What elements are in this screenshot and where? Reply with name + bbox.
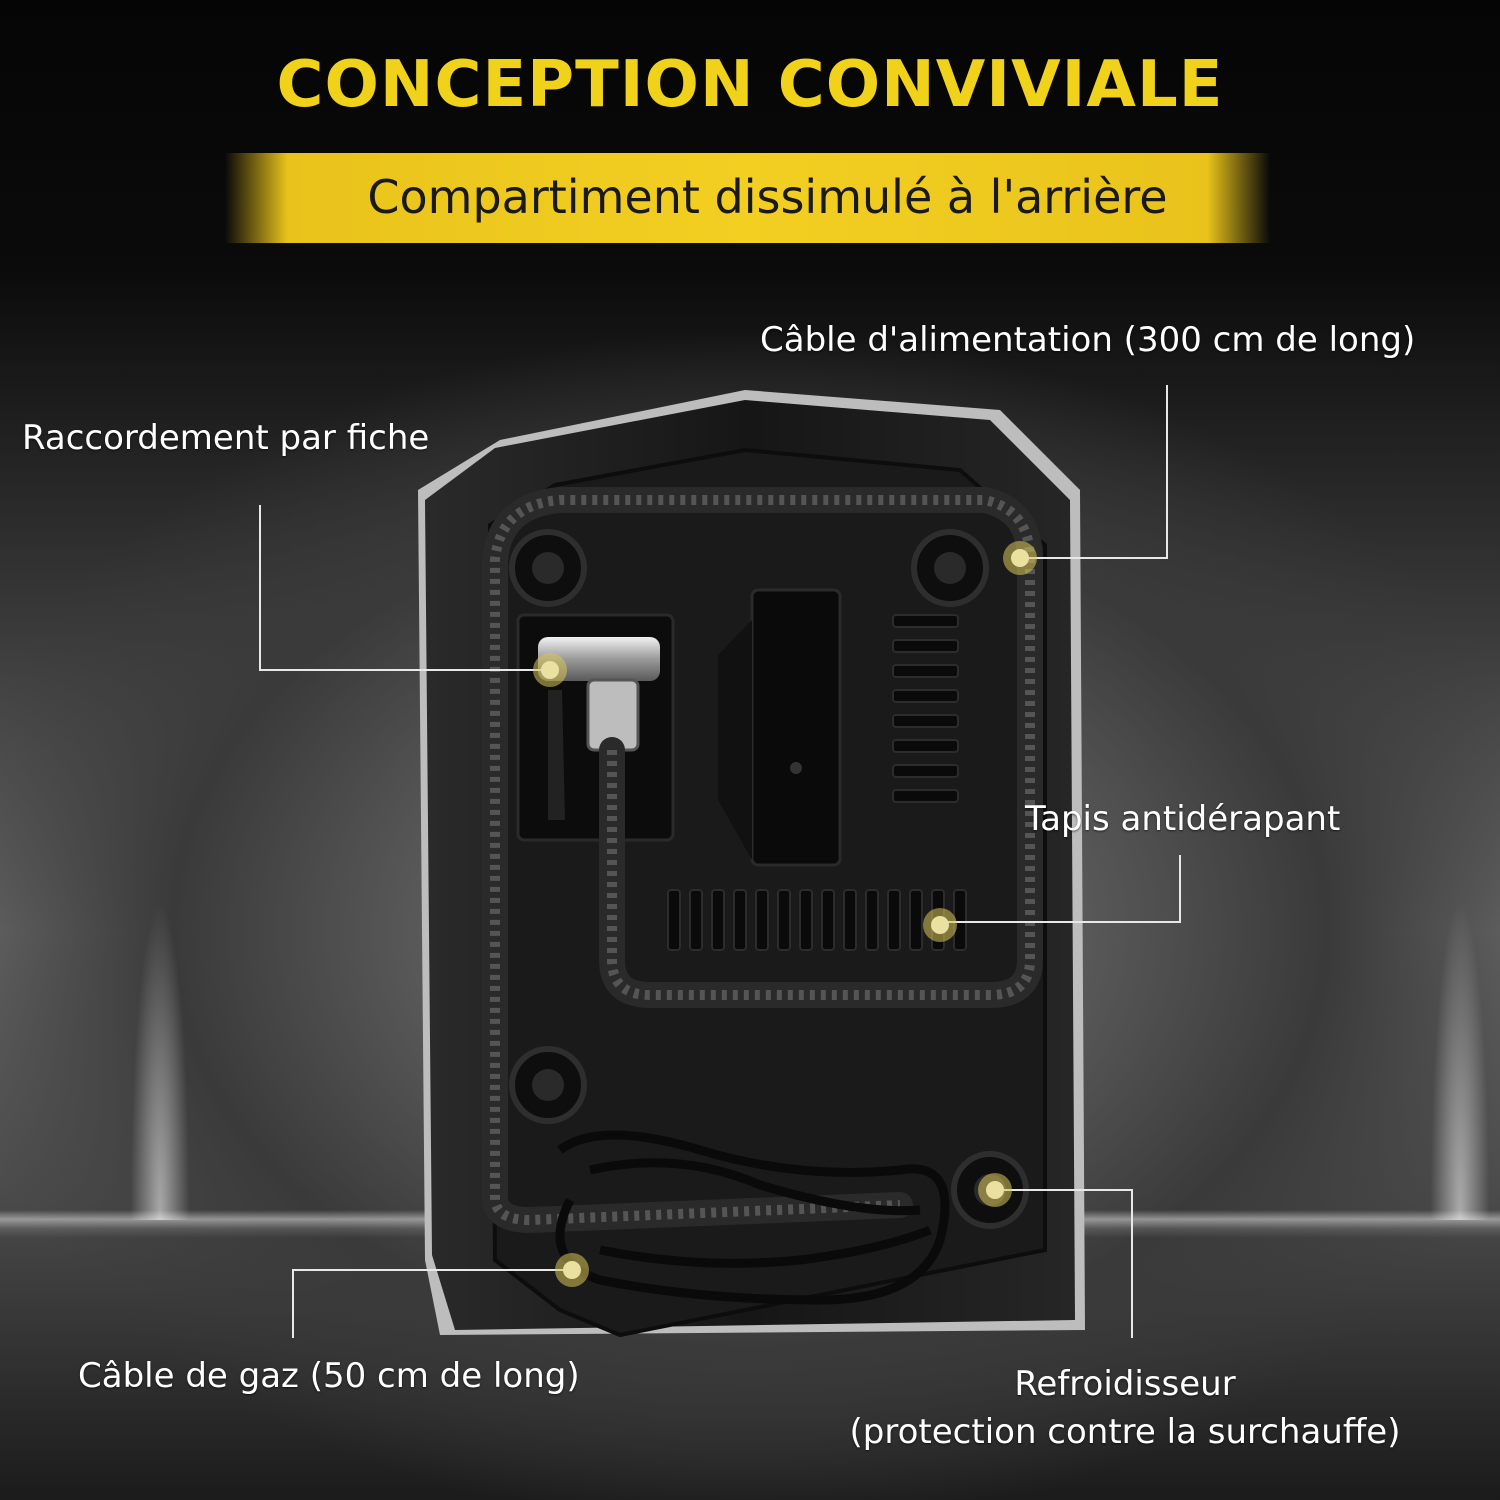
callout-cooler-line1: Refroidisseur bbox=[1014, 1364, 1236, 1404]
callout-plug-connection: Raccordement par fiche bbox=[22, 418, 430, 458]
center-recess bbox=[718, 588, 842, 867]
spotlight-right bbox=[1430, 900, 1490, 1220]
page-title: CONCEPTION CONVIVIALE bbox=[276, 48, 1224, 122]
subtitle-banner bbox=[225, 153, 1270, 243]
callout-power-cable: Câble d'alimentation (300 cm de long) bbox=[760, 320, 1416, 360]
callout-cooler-line2: (protection contre la surchauffe) bbox=[849, 1412, 1401, 1452]
nozzle-compartment bbox=[516, 613, 675, 842]
page-subtitle: Compartiment dissimulé à l'arrière bbox=[367, 170, 1168, 224]
side-vents bbox=[892, 614, 959, 803]
callout-gas-cable: Câble de gaz (50 cm de long) bbox=[78, 1356, 580, 1396]
callout-anti-slip-mat: Tapis antidérapant bbox=[1025, 799, 1341, 839]
callout-leader-lines bbox=[259, 385, 1181, 1338]
callout-cooler: Refroidisseur (protection contre la surc… bbox=[820, 1360, 1430, 1456]
coiled-cable bbox=[555, 1130, 950, 1305]
braided-hose bbox=[482, 487, 1043, 1233]
callout-markers bbox=[533, 541, 1037, 1287]
bottom-vents bbox=[667, 889, 967, 951]
spotlight-left bbox=[130, 900, 190, 1220]
